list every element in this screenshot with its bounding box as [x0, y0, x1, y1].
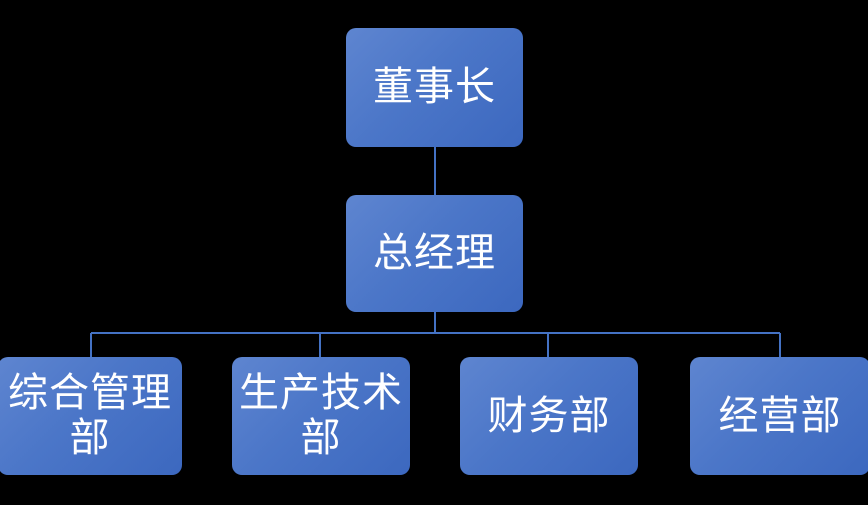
- node-general-manager[interactable]: 总经理: [346, 195, 523, 312]
- node-dept-operations[interactable]: 经营部: [690, 357, 868, 475]
- node-dept-production-tech[interactable]: 生产技术 部: [232, 357, 410, 475]
- node-chairman[interactable]: 董事长: [346, 28, 523, 147]
- node-dept-production-tech-label: 生产技术 部: [239, 370, 403, 461]
- node-dept-operations-label: 经营部: [718, 392, 842, 439]
- node-dept-general-admin[interactable]: 综合管理 部: [0, 357, 182, 475]
- node-dept-general-admin-label: 综合管理 部: [8, 370, 172, 461]
- node-general-manager-label: 总经理: [373, 230, 496, 277]
- node-chairman-label: 董事长: [373, 64, 496, 111]
- node-dept-finance[interactable]: 财务部: [460, 357, 638, 475]
- node-dept-finance-label: 财务部: [487, 392, 611, 439]
